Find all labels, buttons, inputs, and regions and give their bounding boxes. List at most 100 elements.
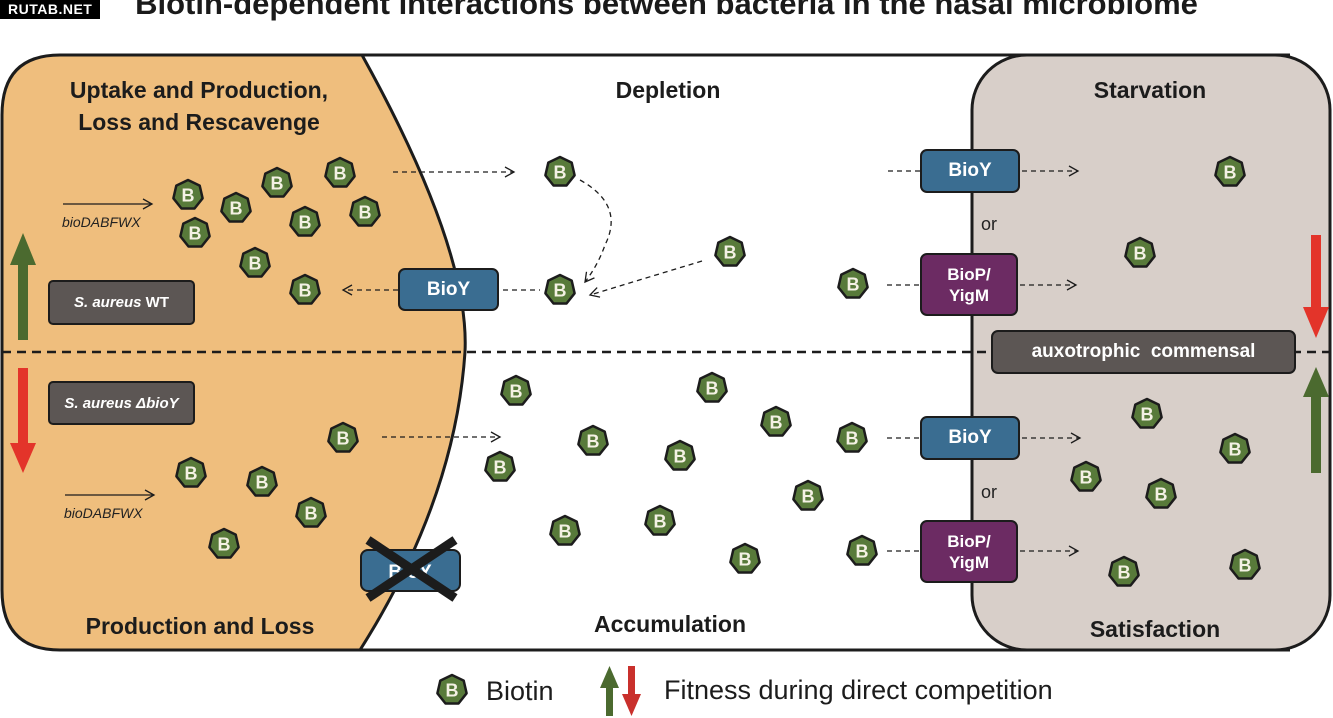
- biotin-letter: B: [185, 463, 198, 483]
- biotin-commensal-top: B: [1124, 236, 1156, 268]
- biotin-heptagon-icon: [644, 504, 676, 536]
- biotin-letter: B: [494, 457, 507, 477]
- biotin-letter: B: [654, 511, 667, 531]
- biotin-heptagon-icon: [836, 421, 868, 453]
- biotin-heptagon-icon: [1124, 236, 1156, 268]
- biotin-letter: B: [1229, 439, 1242, 459]
- biotin-heptagon-icon: [714, 235, 746, 267]
- biotin-letter: B: [1224, 162, 1237, 182]
- biotin-environment-bottom: B: [836, 421, 868, 453]
- biotin-letter: B: [299, 212, 312, 232]
- biotin-letter: B: [337, 428, 350, 448]
- biotin-commensal-top: B: [1214, 155, 1246, 187]
- biotin-letter: B: [1239, 555, 1252, 575]
- biotin-environment-bottom: B: [664, 439, 696, 471]
- biotin-heptagon-icon: [549, 514, 581, 546]
- strain-box-wt: S. aureus WT: [48, 280, 195, 325]
- fitness-up-arrow-producer: [10, 233, 36, 340]
- strain-wt-species: S. aureus: [73, 294, 142, 311]
- biotin-letter: B: [847, 274, 860, 294]
- biotin-environment-bottom: B: [500, 374, 532, 406]
- biotin-heptagon-icon: [349, 195, 381, 227]
- biotin-environment-top: B: [544, 155, 576, 187]
- environment-bottom-label: Accumulation: [593, 611, 747, 637]
- biotin-environment-bottom: B: [760, 405, 792, 437]
- biotin-producer-bottom: B: [208, 527, 240, 559]
- commensal-bottom-label: Satisfaction: [1089, 616, 1221, 642]
- biotin-producer-top: B: [261, 166, 293, 198]
- producer-top-label: Uptake and Production, Loss and Rescaven…: [40, 74, 358, 138]
- biotin-producer-top: B: [172, 178, 204, 210]
- strain-deletion-name: S. aureus ΔbioY: [64, 394, 179, 412]
- fitness-down-arrow-commensal: [1303, 235, 1329, 338]
- biotin-environment-top: B: [837, 267, 869, 299]
- strain-wt-suffix: WT: [141, 294, 170, 311]
- biotin-environment-bottom: B: [549, 514, 581, 546]
- biotin-letter: B: [1134, 243, 1147, 263]
- biotin-heptagon-icon: [1214, 155, 1246, 187]
- biotin-producer-top: B: [220, 191, 252, 223]
- biotin-heptagon-icon: [261, 166, 293, 198]
- biotin-letter: B: [299, 280, 312, 300]
- biotin-heptagon-icon: [577, 424, 609, 456]
- rescavenge-curved-arrow: [579, 179, 612, 284]
- biotin-heptagon-icon: [544, 155, 576, 187]
- biotin-environment-bottom: B: [484, 450, 516, 482]
- biotin-heptagon-icon: [289, 273, 321, 305]
- biotin-heptagon-icon: [436, 673, 468, 705]
- commensal-biop-top-label: BioP/ YigM: [947, 264, 991, 305]
- biotin-letter: B: [189, 223, 202, 243]
- deleted-bioy-transporter: BioY: [360, 536, 461, 602]
- biotin-producer-bottom: B: [246, 465, 278, 497]
- biotin-producer-top: B: [239, 246, 271, 278]
- biotin-heptagon-icon: [239, 246, 271, 278]
- biotin-letter: B: [706, 378, 719, 398]
- watermark-badge: RUTAB.NET: [0, 0, 101, 19]
- deletion-cross-icon-b: [365, 536, 458, 602]
- biotin-heptagon-icon: [327, 421, 359, 453]
- commensal-bioy-top: BioY: [920, 149, 1020, 193]
- biotin-producer-bottom: B: [175, 456, 207, 488]
- biotin-environment-bottom: B: [644, 504, 676, 536]
- biotin-producer-top: B: [349, 195, 381, 227]
- biotin-letter: B: [802, 486, 815, 506]
- biotin-commensal-bottom: B: [1070, 460, 1102, 492]
- biotin-heptagon-icon: [846, 534, 878, 566]
- biotin-heptagon-icon: [792, 479, 824, 511]
- biotin-heptagon-icon: [664, 439, 696, 471]
- biotin-heptagon-icon: [295, 496, 327, 528]
- biotin-commensal-bottom: B: [1145, 477, 1177, 509]
- figure-title: Biotin-dependent interactions between ba…: [135, 0, 1198, 21]
- biotin-letter: B: [674, 446, 687, 466]
- biotin-letter: B: [724, 242, 737, 262]
- biotin-heptagon-icon: [760, 405, 792, 437]
- biotin-commensal-bottom: B: [1108, 555, 1140, 587]
- biotin-letter: B: [1155, 484, 1168, 504]
- biotin-letter: B: [334, 163, 347, 183]
- biotin-environment-bottom: B: [729, 542, 761, 574]
- biotin-heptagon-icon: [729, 542, 761, 574]
- legend-biotin-icon: B: [436, 673, 468, 705]
- biotin-producer-bottom: B: [327, 421, 359, 453]
- biotin-heptagon-icon: [500, 374, 532, 406]
- biotin-commensal-bottom: B: [1229, 548, 1261, 580]
- biotin-producer-top: B: [324, 156, 356, 188]
- biotin-heptagon-icon: [179, 216, 211, 248]
- biotin-letter: B: [256, 472, 269, 492]
- biotin-letter: B: [446, 680, 459, 700]
- biotin-commensal-bottom: B: [1219, 432, 1251, 464]
- biotin-producer-top: B: [289, 273, 321, 305]
- legend-biotin-symbol: B: [436, 673, 468, 705]
- biotin-letter: B: [249, 253, 262, 273]
- biotin-letter: B: [510, 381, 523, 401]
- commensal-biop-top: BioP/ YigM: [920, 253, 1018, 316]
- commensal-bioy-bottom: BioY: [920, 416, 1020, 460]
- biotin-heptagon-icon: [1219, 432, 1251, 464]
- fitness-up-arrow-commensal: [1303, 367, 1329, 473]
- biotin-commensal-bottom: B: [1131, 397, 1163, 429]
- biotin-producer-top: B: [179, 216, 211, 248]
- biotin-heptagon-icon: [544, 273, 576, 305]
- gene-label-top: bioDABFWX: [62, 214, 141, 230]
